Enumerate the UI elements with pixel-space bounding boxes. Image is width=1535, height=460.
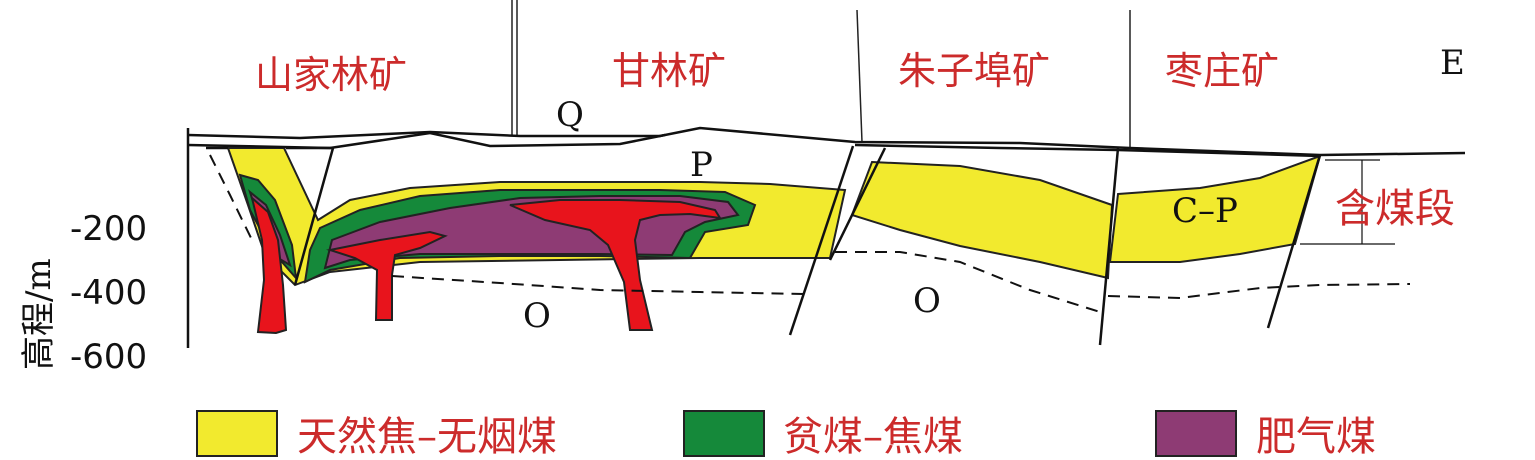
mine-label-zhuzibu: 朱子埠矿 [898, 49, 1050, 93]
mine-label-ganlin: 甘林矿 [612, 49, 726, 93]
stratum-label-E: E [1440, 43, 1465, 83]
stratum-label-O-right: O [913, 281, 941, 321]
o-boundary-center [835, 251, 1101, 313]
stratum-label-CP: C–P [1172, 191, 1238, 231]
fault-3 [1098, 147, 1120, 346]
fault-2 [828, 147, 887, 261]
anthracite-band-east [1108, 154, 1322, 263]
o-boundary-west [209, 154, 253, 241]
mine-boundaries [511, 0, 1131, 148]
structural-lines [186, 126, 1466, 348]
ground-surface-q-top [187, 126, 1466, 157]
o-boundary-east [1107, 283, 1411, 300]
stratum-label-Q: Q [556, 95, 584, 135]
fault-4 [1266, 154, 1322, 329]
p-base-line [854, 143, 1321, 158]
intrusions [250, 195, 722, 335]
mine-label-shanjialin: 山家林矿 [255, 53, 407, 97]
fault-1 [788, 145, 855, 336]
stratum-label-P: P [690, 145, 713, 185]
intrusion-shallow [326, 230, 448, 321]
intrusion-main [509, 199, 722, 331]
stratum-label-O-left: O [523, 296, 551, 336]
mine-label-zaozhuang: 枣庄矿 [1165, 49, 1279, 93]
legend: 天然焦–无烟煤 贫煤–焦煤 肥气煤 [196, 410, 1376, 460]
legend-swatch-fat-gas [1155, 410, 1237, 457]
anthracite-band-middle [850, 160, 1114, 280]
legend-swatch-lean-coking [683, 410, 765, 457]
y-axis-label: 高程/m [19, 258, 59, 370]
y-tick-400: -400 [70, 273, 147, 313]
intrusion-west [250, 195, 288, 335]
coal-section-label: 含煤段 [1335, 186, 1455, 232]
fault-west-v [293, 147, 335, 286]
legend-label-lean-coking: 贫煤–焦煤 [783, 414, 963, 460]
legend-label-anthracite: 天然焦–无烟煤 [297, 414, 557, 460]
ordovician-boundary [209, 154, 1411, 313]
legend-label-fat-gas: 肥气煤 [1256, 414, 1376, 460]
y-tick-200: -200 [70, 209, 147, 249]
o-boundary-middle [391, 275, 806, 295]
y-tick-600: -600 [70, 337, 147, 377]
legend-swatch-anthracite [196, 410, 278, 457]
